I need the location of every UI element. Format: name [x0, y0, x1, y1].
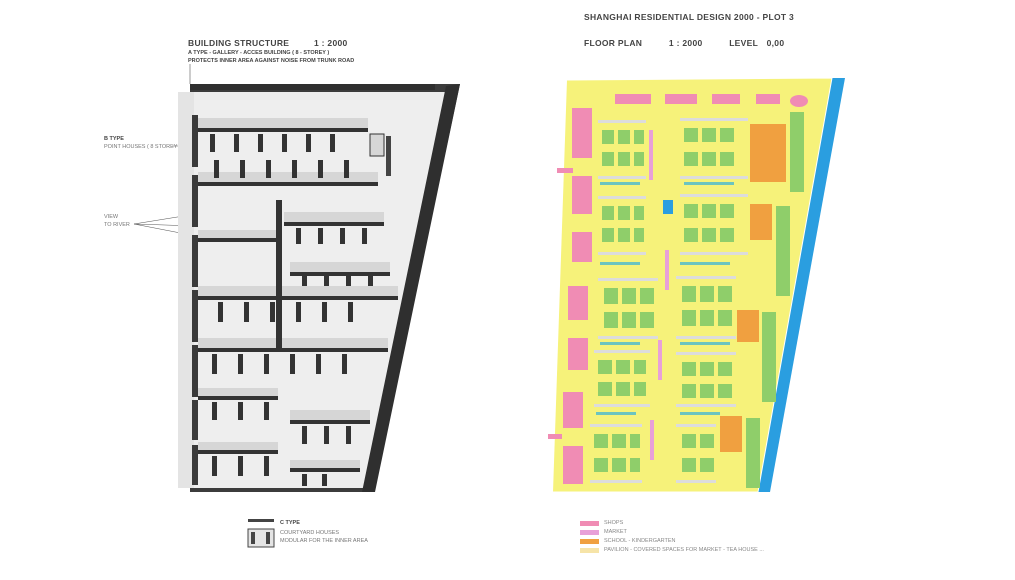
plan-subtitle: FLOOR PLAN 1 : 2000 LEVEL 0,00	[584, 38, 784, 48]
floor-plan-label: FLOOR PLAN	[584, 38, 643, 48]
type-c-label: C TYPE	[280, 520, 300, 526]
type-c-desc1: COURTYARD HOUSES	[280, 530, 340, 536]
type-a-line: A TYPE - GALLERY - ACCES BUILDING ( 8 - …	[188, 50, 330, 56]
c-type-icon	[247, 519, 275, 548]
type-c-desc2: MODULAR FOR THE INNER AREA	[280, 538, 368, 544]
type-b-desc: POINT HOUSES ( 8 STOREY )	[104, 144, 181, 150]
plan-title: SHANGHAI RESIDENTIAL DESIGN 2000 - PLOT …	[584, 12, 795, 22]
view-label: VIEW	[104, 214, 119, 220]
legend-swatch-shops	[580, 521, 599, 526]
legend-swatch-pavilion	[580, 548, 599, 553]
level-value: 0,00	[766, 38, 785, 48]
heading-scale: 1 : 2000	[313, 38, 348, 48]
type-a-note: PROTECTS INNER AREA AGAINST NOISE FROM T…	[188, 58, 355, 64]
type-b-label: B TYPE	[104, 136, 124, 142]
floor-plan-scale: 1 : 2000	[668, 38, 703, 48]
slab-rows	[198, 118, 398, 486]
legend-label-pavilion: PAVILION - COVERED SPACES FOR MARKET - T…	[604, 547, 764, 553]
building-structure-heading: BUILDING STRUCTURE 1 : 2000	[188, 38, 348, 48]
legend-label-market: MARKET	[604, 529, 627, 535]
heading-text: BUILDING STRUCTURE	[188, 38, 290, 48]
courtyard-grid	[590, 118, 748, 483]
legend-swatch-market	[580, 530, 599, 535]
view-desc: TO RIVER	[104, 222, 130, 228]
legend-label-school: SCHOOL - KINDERGARTEN	[604, 538, 676, 544]
legend-label-shops: SHOPS	[604, 520, 624, 526]
legend-swatch-school	[580, 539, 599, 544]
level-label: LEVEL	[729, 38, 758, 48]
